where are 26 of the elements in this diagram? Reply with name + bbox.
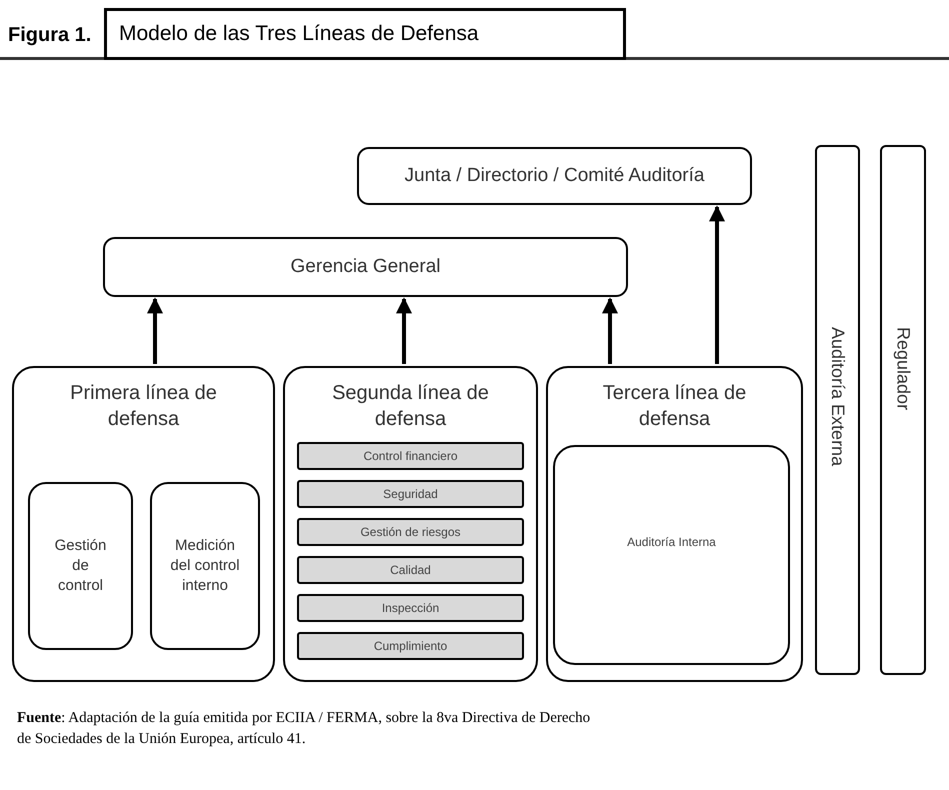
function-bar: Cumplimiento xyxy=(297,632,524,660)
function-bar: Control financiero xyxy=(297,442,524,470)
arrow xyxy=(709,205,725,364)
arrow xyxy=(602,297,618,364)
title-box: Modelo de las Tres Líneas de Defensa xyxy=(104,8,626,60)
org-box: Junta / Directorio / Comité Auditoría xyxy=(357,147,752,205)
panel-heading: Tercera línea de defensa xyxy=(602,381,748,432)
function-box: Gestión de control xyxy=(28,482,133,650)
org-box: Gerencia General xyxy=(103,237,628,297)
defense-line-panel xyxy=(283,366,538,682)
function-bar: Calidad xyxy=(297,556,524,584)
function-bar: Gestión de riesgos xyxy=(297,518,524,546)
panel-heading: Primera línea de defensa xyxy=(69,381,218,432)
source-note: Fuente: Adaptación de la guía emitida por ECIIA / FERMA, sobre la 8va Directiva de Derecho de Sociedades de la Unión Europea, artículo 41. xyxy=(17,709,592,749)
vertical-panel: Regulador xyxy=(880,145,926,675)
figure-number: Figura 1. xyxy=(8,23,92,48)
arrow xyxy=(147,297,163,364)
function-bar: Seguridad xyxy=(297,480,524,508)
function-box: Auditoría Interna xyxy=(553,445,790,665)
function-bar: Inspección xyxy=(297,594,524,622)
panel-heading: Segunda línea de defensa xyxy=(331,381,490,432)
function-box: Medición del control interno xyxy=(150,482,260,650)
defense-line-panel xyxy=(12,366,275,682)
defense-line-panel xyxy=(546,366,803,682)
arrow xyxy=(396,297,412,364)
vertical-panel: Auditoría Externa xyxy=(815,145,860,675)
